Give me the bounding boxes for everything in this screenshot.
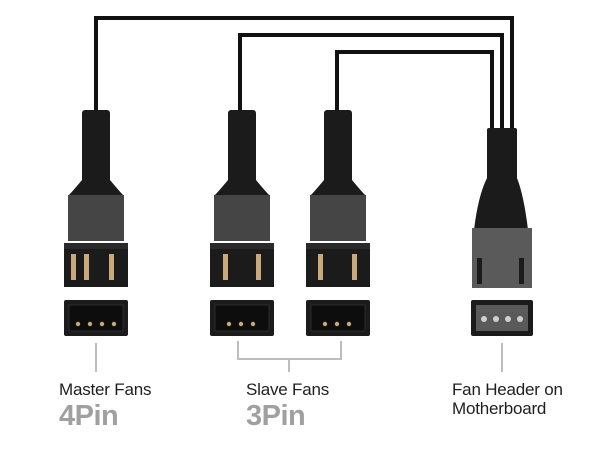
- pin-contact: [352, 254, 357, 280]
- cable-slave-1: [238, 33, 504, 130]
- header-label-line2: Motherboard: [452, 399, 547, 418]
- pin-contact: [223, 254, 228, 280]
- header-label-line1: Fan Header on: [452, 380, 563, 399]
- slave-bracket: [237, 341, 342, 372]
- master-fan-connector: [64, 110, 128, 287]
- pin-contact: [318, 254, 323, 280]
- cable-slave-2: [335, 50, 494, 130]
- cable-master: [94, 16, 514, 130]
- master-pin-label: 4Pin: [59, 400, 119, 432]
- fan-header-connector: [472, 128, 532, 288]
- slave-pinout-socket-1: [210, 300, 274, 336]
- label-connectors: [95, 341, 503, 372]
- slave-fans-label: Slave Fans: [246, 380, 330, 399]
- master-pinout-socket: [64, 300, 128, 336]
- slave-pin-label: 3Pin: [246, 400, 306, 432]
- pin-contact: [256, 254, 261, 280]
- pin-contact: [71, 254, 76, 280]
- master-fans-label: Master Fans: [59, 380, 152, 399]
- pin-contact: [84, 254, 89, 280]
- cables: [94, 16, 514, 130]
- slave-pinout-socket-2: [306, 300, 370, 336]
- pin-contact: [109, 254, 114, 280]
- slave-fan-connector-1: [210, 110, 274, 287]
- header-pinout-socket: [471, 300, 533, 336]
- slave-fan-connector-2: [306, 110, 370, 287]
